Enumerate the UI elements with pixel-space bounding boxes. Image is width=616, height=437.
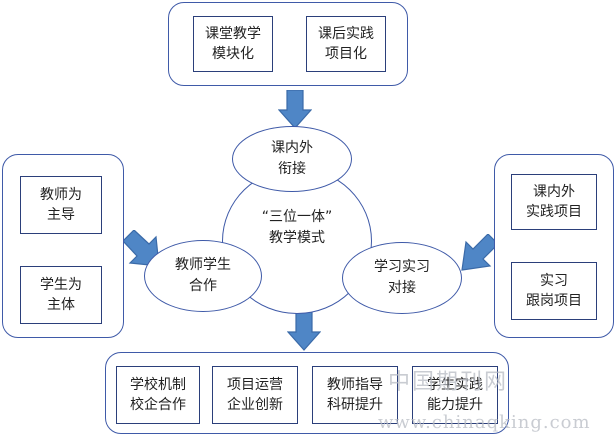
ellipse-left-cooperation: 教师学生 合作 (144, 240, 262, 312)
bottom-box-1: 学校机制 校企合作 (116, 366, 200, 424)
bottom-box-2: 项目运营 企业创新 (212, 366, 298, 424)
bottom-box-4: 学生实践 能力提升 (412, 366, 498, 424)
left-box-1: 教师为 主导 (20, 176, 102, 234)
top-box-1: 课堂教学 模块化 (193, 16, 273, 72)
arrow-bottom-down-icon (287, 312, 321, 351)
right-box-1: 课内外 实践项目 (511, 174, 597, 230)
ellipse-right-docking: 学习实习 对接 (342, 242, 462, 314)
bottom-box-3: 教师指导 科研提升 (312, 366, 398, 424)
right-box-2: 实习 跟岗项目 (511, 262, 597, 320)
arrow-top-down-icon (278, 90, 312, 129)
arrow-left-diagonal-icon (123, 230, 160, 267)
left-box-2: 学生为 主体 (20, 266, 102, 324)
top-box-2: 课后实践 项目化 (306, 16, 386, 72)
ellipse-top-connection: 课内外 衔接 (232, 126, 352, 192)
